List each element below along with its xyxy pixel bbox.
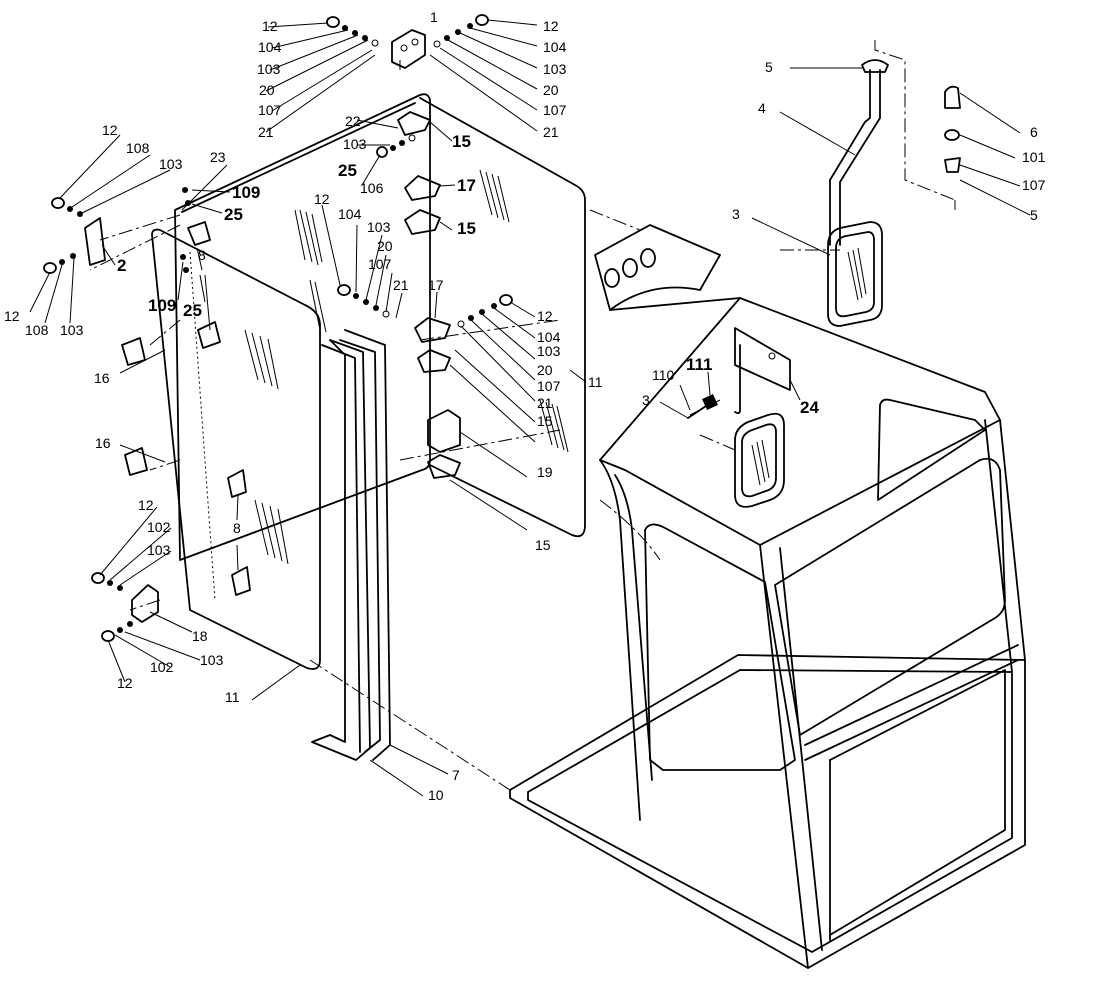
callout-107: 107 bbox=[368, 256, 392, 272]
callout-103: 103 bbox=[159, 156, 183, 172]
callout-104: 104 bbox=[258, 39, 282, 55]
callout-12: 12 bbox=[102, 122, 118, 138]
callout-labels: 1121041032010721121041032010721221510325… bbox=[4, 9, 1046, 803]
callout-21: 21 bbox=[543, 124, 559, 140]
callout-6: 6 bbox=[1030, 124, 1038, 140]
callout-106: 106 bbox=[360, 180, 384, 196]
callout-19: 19 bbox=[537, 464, 553, 480]
callout-25: 25 bbox=[224, 205, 243, 224]
callout-18: 18 bbox=[192, 628, 208, 644]
callout-11: 11 bbox=[588, 374, 603, 390]
callout-103: 103 bbox=[200, 652, 224, 668]
callout-24: 24 bbox=[800, 398, 819, 417]
callout-21: 21 bbox=[258, 124, 274, 140]
callout-16: 16 bbox=[94, 370, 110, 386]
callout-12: 12 bbox=[117, 675, 133, 691]
callout-20: 20 bbox=[543, 82, 559, 98]
callout-11: 11 bbox=[225, 689, 240, 705]
callout-12: 12 bbox=[138, 497, 154, 513]
callout-1: 1 bbox=[430, 9, 438, 25]
callout-3: 3 bbox=[732, 206, 740, 222]
cab-frame bbox=[509, 224, 1026, 969]
callout-23: 23 bbox=[210, 149, 226, 165]
leader-lines bbox=[29, 19, 1031, 797]
callout-21: 21 bbox=[537, 395, 553, 411]
callout-22: 22 bbox=[345, 113, 361, 129]
callout-107: 107 bbox=[1022, 177, 1046, 193]
callout-8: 8 bbox=[233, 520, 241, 536]
callout-17: 17 bbox=[457, 176, 476, 195]
hinges bbox=[84, 29, 461, 623]
callout-20: 20 bbox=[377, 238, 393, 254]
fasteners bbox=[43, 14, 718, 642]
callout-104: 104 bbox=[537, 329, 561, 345]
side-window-glass bbox=[419, 97, 586, 538]
callout-15: 15 bbox=[537, 413, 553, 429]
callout-103: 103 bbox=[537, 343, 561, 359]
mirrors bbox=[734, 59, 961, 508]
callout-101: 101 bbox=[1022, 149, 1046, 165]
callout-103: 103 bbox=[543, 61, 567, 77]
callout-102: 102 bbox=[147, 519, 171, 535]
callout-17: 17 bbox=[428, 277, 444, 293]
callout-109: 109 bbox=[148, 296, 176, 315]
callout-10: 10 bbox=[428, 787, 444, 803]
callout-110: 110 bbox=[652, 367, 675, 383]
callout-16: 16 bbox=[95, 435, 111, 451]
callout-111: 111 bbox=[686, 355, 713, 374]
callout-107: 107 bbox=[258, 102, 282, 118]
callout-20: 20 bbox=[537, 362, 553, 378]
callout-108: 108 bbox=[25, 322, 49, 338]
callout-15: 15 bbox=[452, 132, 471, 151]
callout-103: 103 bbox=[257, 61, 281, 77]
callout-8: 8 bbox=[198, 247, 206, 263]
callout-21: 21 bbox=[393, 277, 409, 293]
callout-15: 15 bbox=[457, 219, 476, 238]
callout-103: 103 bbox=[343, 136, 367, 152]
callout-12: 12 bbox=[543, 18, 559, 34]
callout-4: 4 bbox=[758, 100, 766, 116]
callout-109: 109 bbox=[232, 183, 260, 202]
callout-104: 104 bbox=[543, 39, 567, 55]
callout-25: 25 bbox=[183, 301, 202, 320]
callout-103: 103 bbox=[147, 542, 171, 558]
callout-15: 15 bbox=[535, 537, 551, 553]
callout-107: 107 bbox=[543, 102, 567, 118]
callout-5: 5 bbox=[765, 59, 773, 75]
callout-104: 104 bbox=[338, 206, 362, 222]
callout-20: 20 bbox=[259, 82, 275, 98]
callout-12: 12 bbox=[262, 18, 278, 34]
door-glass bbox=[151, 228, 321, 670]
callout-5: 5 bbox=[1030, 207, 1038, 223]
callout-108: 108 bbox=[126, 140, 150, 156]
callout-103: 103 bbox=[60, 322, 84, 338]
callout-103: 103 bbox=[367, 219, 391, 235]
callout-12: 12 bbox=[314, 191, 330, 207]
callout-102: 102 bbox=[150, 659, 174, 675]
callout-25: 25 bbox=[338, 161, 357, 180]
callout-12: 12 bbox=[537, 308, 553, 324]
callout-107: 107 bbox=[537, 378, 561, 394]
callout-2: 2 bbox=[117, 256, 126, 275]
callout-3: 3 bbox=[642, 392, 650, 408]
callout-12: 12 bbox=[4, 308, 20, 324]
seal-strips bbox=[311, 329, 391, 761]
callout-7: 7 bbox=[452, 767, 460, 783]
